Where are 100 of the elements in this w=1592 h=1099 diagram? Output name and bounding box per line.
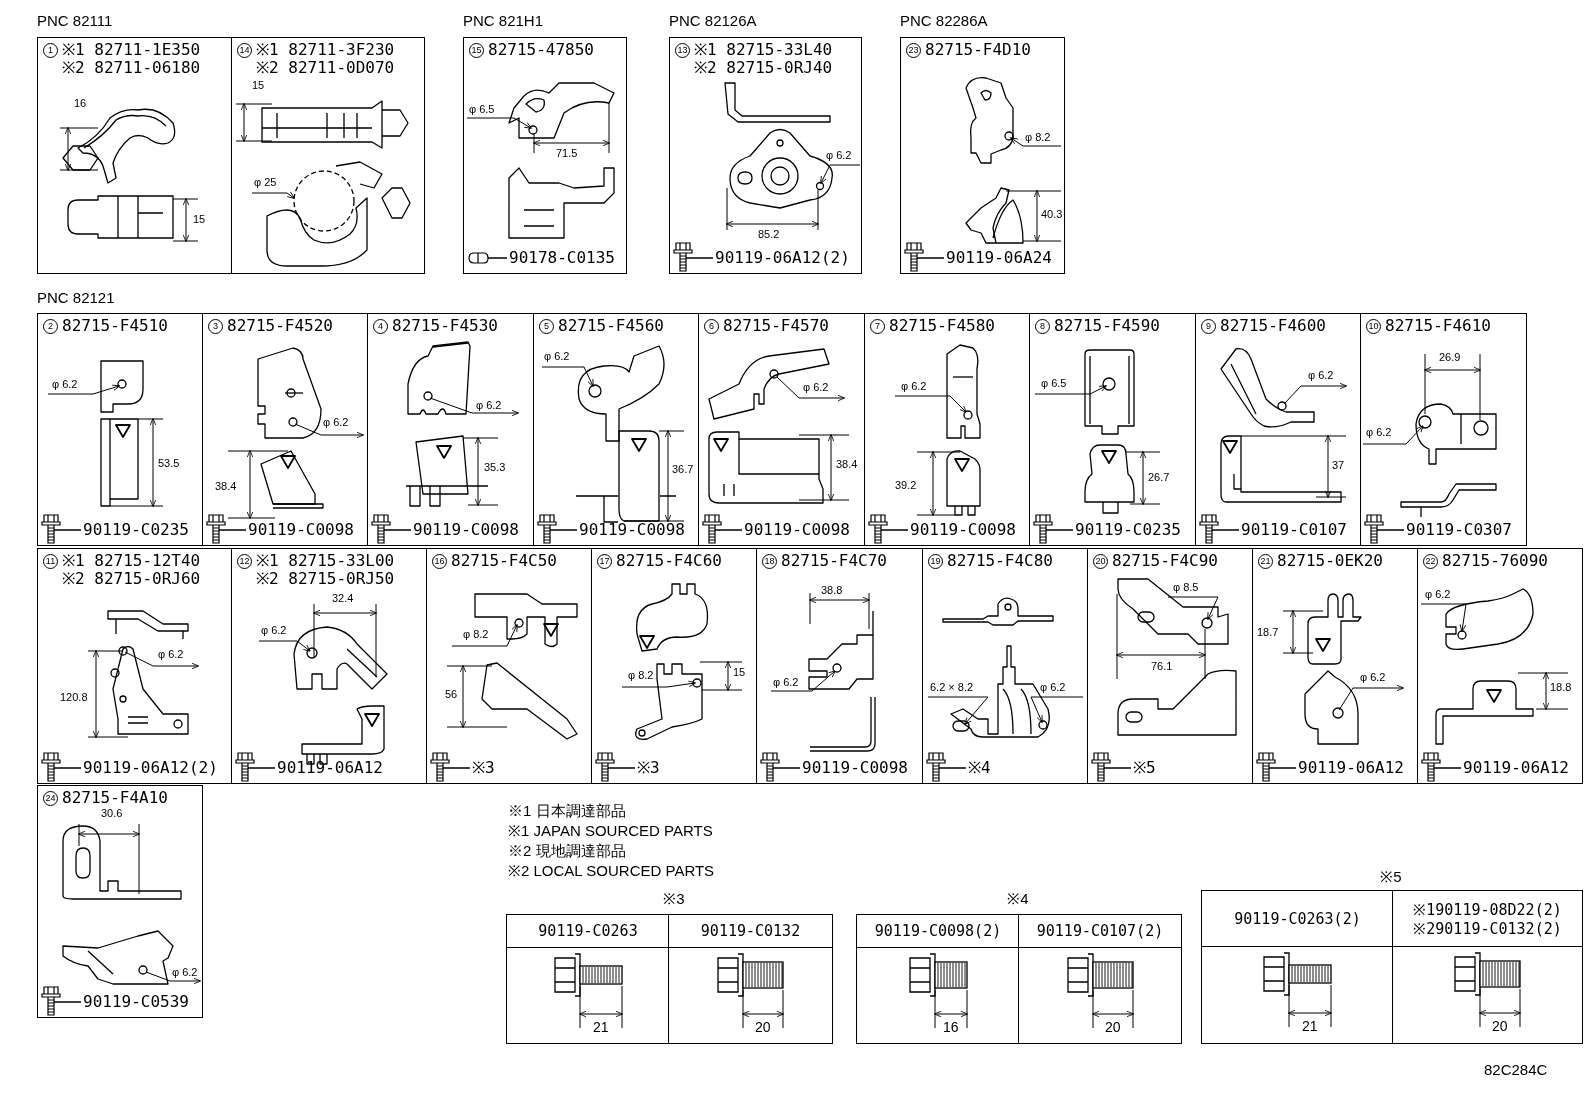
dimension-label: φ 8.2: [1025, 132, 1051, 143]
dimension-label: 39.2: [895, 480, 917, 491]
part-number: 82715-F4C50: [451, 553, 557, 569]
dimension-label: 85.2: [758, 229, 780, 240]
part-number: 82715-F4C80: [947, 553, 1053, 569]
part-number: ※1 82715-12T40: [62, 553, 201, 569]
bolt-part-number: 90119-C0235: [1075, 522, 1181, 538]
part-number: 82715-76090: [1442, 553, 1548, 569]
part-number: ※1 82715-33L00: [256, 553, 395, 569]
bolt-part-number: 90119-C0107: [1241, 522, 1347, 538]
bolt-part-number: 90119-06A24: [946, 250, 1052, 266]
part-cell: [1029, 313, 1196, 546]
part-cell: [1417, 548, 1583, 784]
dimension-label: φ 6.2: [901, 381, 927, 392]
part-cell: [756, 548, 923, 784]
dimension-label: φ 6.2: [1308, 370, 1334, 381]
dimension-label: 56: [445, 689, 458, 700]
bolt-part-number: 90119-C0539: [83, 994, 189, 1010]
part-number: 82715-0EK20: [1277, 553, 1383, 569]
part-number: ※1 82715-33L40: [694, 42, 833, 58]
dimension-label: φ 25: [254, 177, 277, 188]
dimension-label: 53.5: [158, 458, 180, 469]
part-number: ※2 82711-0D070: [256, 60, 395, 76]
group-heading: PNC 82121: [37, 290, 115, 305]
part-number: 82715-F4C90: [1112, 553, 1218, 569]
part-cell: [231, 37, 425, 274]
bolt-part-number: 90119-C0132: [699, 924, 802, 939]
part-number: 82715-47850: [488, 42, 594, 58]
part-number: 82715-F4C60: [616, 553, 722, 569]
part-number: 82715-F4570: [723, 318, 829, 334]
dimension-label: 21: [1302, 1019, 1318, 1033]
footnote: ※1 JAPAN SOURCED PARTS: [508, 823, 713, 838]
dimension-label: φ 6.2: [261, 625, 287, 636]
bolt-part-number: 90119-06A12: [1298, 760, 1404, 776]
bolt-part-number: 90119-06A12: [1463, 760, 1569, 776]
part-number: 82715-F4C70: [781, 553, 887, 569]
dimension-label: 20: [1492, 1019, 1508, 1033]
dimension-label: 15: [193, 214, 206, 225]
bolt-part-number: 90119-C0263(2): [1233, 911, 1362, 927]
dimension-label: φ 6.2: [323, 417, 349, 428]
bolt-part-number: ※190119-08D22(2): [1412, 902, 1563, 918]
bolt-part-number: 90119-C0307: [1406, 522, 1512, 538]
part-cell: [1195, 313, 1362, 546]
dimension-label: 20: [1105, 1020, 1121, 1034]
bolt-part-number: 90119-C0098: [744, 522, 850, 538]
part-cell: [1360, 313, 1527, 546]
dimension-label: φ 8.5: [1173, 582, 1199, 593]
bolt-part-number: ※3: [472, 760, 495, 776]
part-cell: [591, 548, 757, 784]
part-cell: [367, 313, 534, 546]
bolt-part-number: 90119-C0098: [910, 522, 1016, 538]
bolt-part-number: 90119-C0098(2): [873, 924, 1003, 939]
footnote: ※2 現地調達部品: [508, 843, 626, 858]
part-number: ※2 82715-0RJ40: [694, 60, 833, 76]
part-number: 82715-F4510: [62, 318, 168, 334]
dimension-label: 18.8: [1550, 682, 1572, 693]
dimension-label: 76.1: [1151, 661, 1173, 672]
dimension-label: 38.4: [836, 459, 858, 470]
dimension-label: 6.2 × 8.2: [930, 682, 974, 693]
reference-mark: ※3: [663, 891, 685, 906]
bolt-part-number: 90119-C0098: [248, 522, 354, 538]
dimension-label: φ 6.2: [826, 150, 852, 161]
dimension-label: 15: [733, 667, 746, 678]
part-number: 82715-F4600: [1220, 318, 1326, 334]
part-cell: [533, 313, 700, 546]
dimension-label: φ 6.2: [1360, 672, 1386, 683]
dimension-label: 38.8: [821, 585, 843, 596]
part-number: 82715-F4590: [1054, 318, 1160, 334]
dimension-label: φ 6.2: [803, 382, 829, 393]
part-number: 82715-F4610: [1385, 318, 1491, 334]
part-number: 82715-F4520: [227, 318, 333, 334]
part-cell: [37, 548, 232, 784]
dimension-label: 26.7: [1148, 472, 1170, 483]
part-number: 82715-F4530: [392, 318, 498, 334]
part-cell: [37, 785, 203, 1018]
dimension-label: φ 6.2: [544, 351, 570, 362]
part-cell: [922, 548, 1088, 784]
bolt-part-number: ※290119-C0132(2): [1412, 921, 1563, 937]
group-heading: PNC 82286A: [900, 13, 988, 28]
dimension-label: φ 6.2: [773, 677, 799, 688]
dimension-label: 37: [1332, 460, 1345, 471]
part-number: 82715-F4D10: [925, 42, 1031, 58]
part-number: ※1 82711-3F230: [256, 42, 395, 58]
reference-mark: ※4: [1007, 891, 1029, 906]
dimension-label: 35.3: [484, 462, 506, 473]
part-cell: [37, 313, 203, 546]
bolt-part-number: 90119-C0098: [802, 760, 908, 776]
bolt-part-number: 90119-06A12(2): [715, 250, 850, 266]
bolt-part-number: 90119-C0263: [537, 924, 639, 939]
dimension-label: φ 6.2: [476, 400, 502, 411]
dimension-label: φ 6.2: [52, 379, 78, 390]
dimension-label: φ 8.2: [463, 629, 489, 640]
group-heading: PNC 821H1: [463, 13, 544, 28]
bolt-part-number: 90119-06A12(2): [83, 760, 218, 776]
part-cell: [202, 313, 369, 546]
bolt-part-number: 90178-C0135: [509, 250, 615, 266]
part-number: 82715-F4580: [889, 318, 995, 334]
dimension-label: 20: [755, 1020, 771, 1034]
dimension-label: 71.5: [556, 148, 578, 159]
dimension-label: φ 6.2: [158, 649, 184, 660]
